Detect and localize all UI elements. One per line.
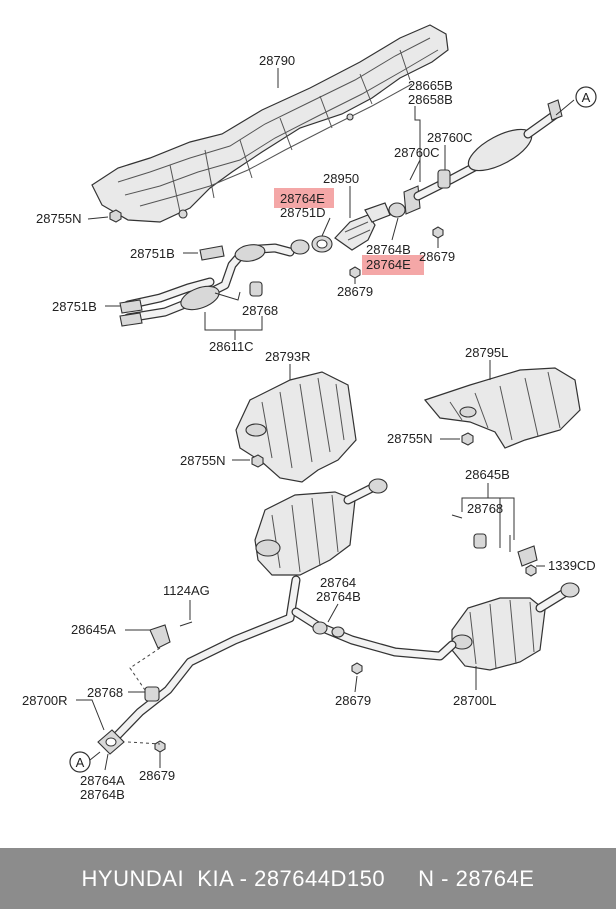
hanger-28768-upper [249,281,263,297]
label-28755N-right: 28755N [387,431,433,446]
hanger-kit-28645B [451,514,538,577]
label-28795L: 28795L [465,345,508,360]
label-28768-lower: 28768 [87,685,123,700]
nut-28679-mid [351,662,363,675]
label-28751B-upper: 28751B [130,246,175,261]
hanger-28760C [437,169,451,189]
cat-converter-28950 [334,202,391,251]
muffler-28700R [254,478,388,576]
label-28645B: 28645B [465,467,510,482]
front-pipe-28611C [123,243,295,323]
ref-a-top-circle: A [575,86,597,108]
label-28950: 28950 [323,171,359,186]
gasket-28751B-upper [199,245,225,261]
label-28755N-mid: 28755N [180,453,226,468]
label-1339CD: 1339CD [548,558,596,573]
gasket-28764E [311,235,333,253]
label-28700L: 28700L [453,693,496,708]
heat-shield-28795L [423,367,581,449]
part-number-footer: HYUNDAI KIA - 287644D150 N - 28764E [0,848,616,909]
gasket-28764B-top [388,202,406,218]
label-28764E-top: 28764E [280,191,325,206]
gasket-28764A-bottom [97,729,125,755]
rear-y-pipe [108,575,457,745]
hanger-bracket-28645A [129,624,171,691]
label-1124AG: 1124AG [163,583,210,598]
ref-a-bottom-label: A [76,755,85,770]
label-28755N-top: 28755N [36,211,82,226]
label-28760C-b: 28760C [394,145,440,160]
label-28645A: 28645A [71,622,116,637]
nut-28679-top-right [432,226,444,239]
highlight-28764E-top [274,188,334,208]
label-28751D: 28751D [280,205,326,220]
label-28700R: 28700R [22,693,68,708]
gasket-28751D [290,239,310,255]
label-28764B-bottom: 28764B [80,787,125,802]
nut-28679-bottom [127,740,166,753]
label-28679-bottom: 28679 [139,768,175,783]
muffler-28700L [451,582,580,671]
footer-text: HYUNDAI KIA - 287644D150 N - 28764E [81,865,535,891]
label-28760C-a: 28760C [427,130,473,145]
nut-28755N-top [109,209,122,223]
label-28679-top-right: 28679 [419,249,455,264]
label-28764A: 28764A [80,773,125,788]
ref-a-bottom-circle: A [69,751,101,773]
ref-a-top-label: A [582,90,591,105]
leader-lines [76,68,545,771]
label-28764B-mid: 28764B [316,589,361,604]
label-28768-upper: 28768 [242,303,278,318]
label-28665B: 28665B [408,78,453,93]
label-28764-mid: 28764 [320,575,356,590]
label-28679-mid: 28679 [335,693,371,708]
highlight-28764E-bottom [362,255,424,275]
nut-28679-top-left [349,266,361,279]
label-28751B-left: 28751B [52,299,97,314]
bolt-1124AG [179,621,193,627]
label-28611C: 28611C [209,339,254,354]
label-28768-right: 28768 [467,501,503,516]
label-28764B-top: 28764B [366,242,411,257]
label-28793R: 28793R [265,349,311,364]
center-pipe-top [403,99,575,215]
heat-shield-28790 [91,24,449,223]
label-28790: 28790 [259,53,295,68]
gasket-28764-mid [312,621,345,638]
gasket-28751B-left [119,299,143,327]
nut-28755N-right [461,432,474,446]
label-28679-top-left: 28679 [337,284,373,299]
nut-28755N-mid [251,454,264,468]
exhaust-parts-diagram: A A 28790 28665B 28658B 28760C 28760C 28… [22,24,597,802]
label-28764E-bottom: 28764E [366,257,411,272]
label-28658B: 28658B [408,92,453,107]
